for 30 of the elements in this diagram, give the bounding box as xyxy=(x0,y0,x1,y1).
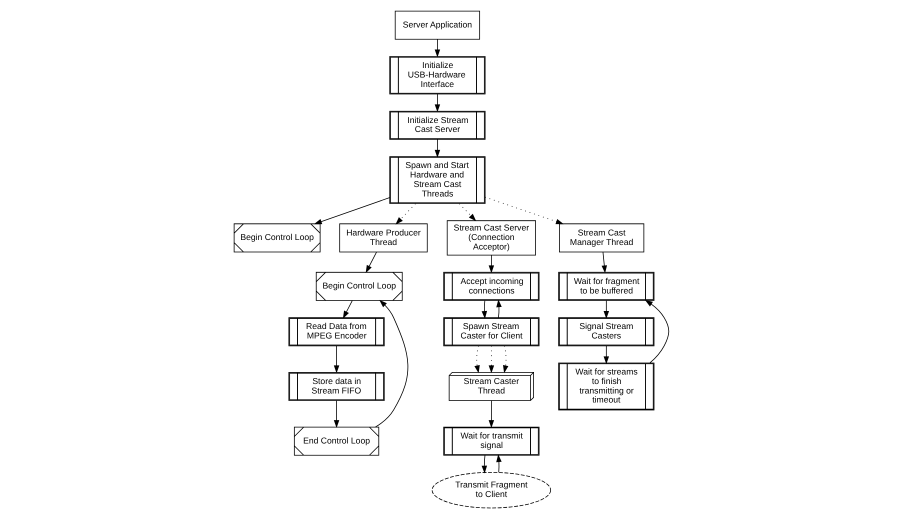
arrow xyxy=(365,252,376,274)
arrow xyxy=(374,300,408,428)
arrow xyxy=(394,203,416,225)
arrow xyxy=(333,400,339,428)
arrow xyxy=(603,346,609,364)
arrow xyxy=(314,197,390,224)
arrow xyxy=(488,254,494,274)
arrow xyxy=(333,346,339,374)
arrow xyxy=(458,203,476,222)
arrow xyxy=(434,94,440,112)
arrow xyxy=(644,300,669,364)
arrow xyxy=(434,39,440,58)
arrow xyxy=(484,196,564,224)
arrow xyxy=(488,346,494,374)
node-box: Stream Cast Server (Connection Acceptor) xyxy=(446,220,536,256)
arrow xyxy=(496,454,502,473)
arrow xyxy=(342,300,352,319)
arrow xyxy=(601,252,607,274)
arrow xyxy=(502,346,508,374)
node-box: Stream Cast Manager Thread xyxy=(558,223,644,252)
arrow xyxy=(496,299,502,318)
arrow xyxy=(481,455,487,474)
arrow xyxy=(603,300,609,319)
node-box: Server Application xyxy=(394,10,480,40)
node-box: Hardware Producer Thread xyxy=(338,223,428,252)
arrow xyxy=(481,300,487,319)
arrow xyxy=(434,139,440,158)
node-ellipse: Transmit Fragment to Client xyxy=(431,472,551,508)
arrow xyxy=(488,400,494,428)
arrow xyxy=(474,346,480,374)
